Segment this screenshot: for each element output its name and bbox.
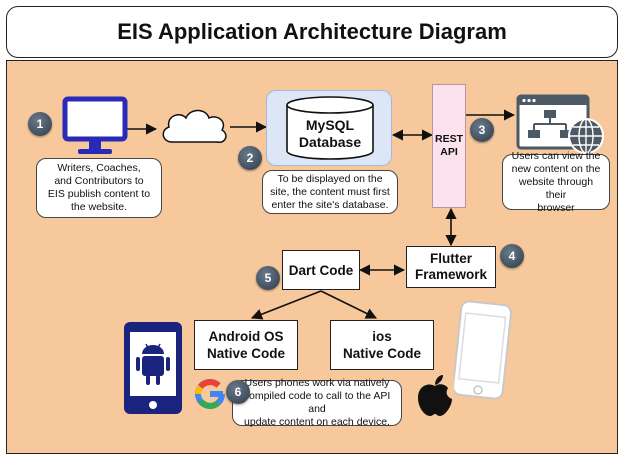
monitor-icon (62, 96, 128, 158)
rest-api-label: REST API (434, 133, 463, 158)
flutter-node: Flutter Framework (406, 246, 496, 288)
database-node: MySQL Database (266, 90, 392, 166)
users-web-note: Users can view the new content on the we… (502, 150, 610, 214)
writers-note: Writers, Coaches, and Contributors to EI… (36, 158, 162, 218)
step-badge-2: 2 (238, 146, 262, 170)
android-phone-icon (120, 320, 186, 416)
iphone-icon (452, 300, 516, 402)
step-badge-1: 1 (28, 112, 52, 136)
step-badge-4: 4 (500, 244, 524, 268)
ios-native-node: ios Native Code (330, 320, 434, 370)
arrow-dart-ios (320, 290, 378, 319)
step-badge-3: 3 (470, 118, 494, 142)
database-note: To be displayed on the site, the content… (262, 170, 398, 214)
step-badge-5: 5 (256, 266, 280, 290)
dart-node: Dart Code (282, 250, 360, 290)
cloud-icon (158, 104, 230, 150)
database-label: MySQL Database (298, 117, 362, 150)
users-phone-note: Users phones work via natively compiled … (232, 377, 402, 428)
title-box: EIS Application Architecture Diagram (6, 6, 618, 58)
rest-api-node: REST API (432, 84, 466, 208)
arrow-dart-android (250, 290, 322, 320)
database-icon (286, 96, 374, 160)
google-icon (192, 376, 228, 412)
diagram-title: EIS Application Architecture Diagram (117, 19, 507, 44)
website-icon (516, 92, 606, 156)
apple-icon (414, 372, 456, 418)
step-badge-6: 6 (226, 380, 250, 404)
android-native-node: Android OS Native Code (194, 320, 298, 370)
